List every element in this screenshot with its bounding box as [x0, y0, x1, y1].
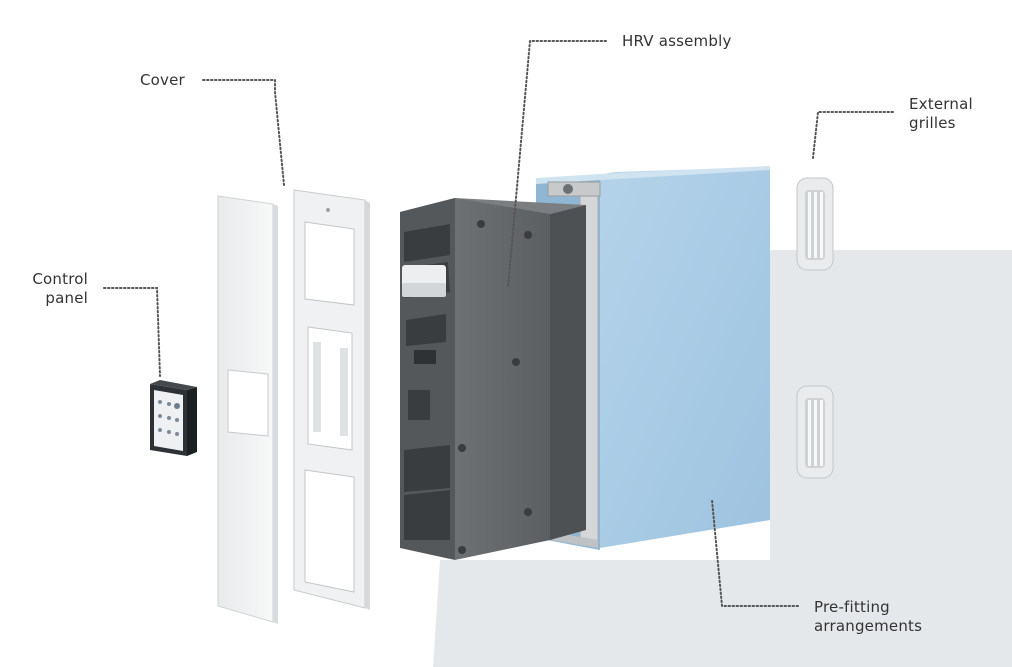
hrv-leader-line — [507, 40, 607, 289]
cover-label: Cover — [140, 71, 185, 89]
control-panel-device — [150, 380, 197, 456]
floor-plane — [433, 250, 1012, 667]
vent-grille-bottom — [796, 385, 834, 479]
cover-frame — [293, 189, 370, 610]
control-panel-leader-line — [103, 287, 161, 377]
grilles-leader-line — [812, 111, 894, 159]
external-grilles-label: External grilles — [909, 95, 973, 132]
hrv-assembly-label: HRV assembly — [622, 32, 732, 50]
pre-fitting-label: Pre-fitting arrangements — [814, 598, 923, 635]
vent-grille-top — [796, 177, 834, 271]
control-panel-label: Control panel — [32, 270, 88, 307]
cover-leader-line — [202, 79, 285, 186]
pre-fitting-leader-line — [711, 499, 799, 607]
hrv-unit — [400, 198, 586, 560]
cover-front-plate — [217, 195, 278, 624]
